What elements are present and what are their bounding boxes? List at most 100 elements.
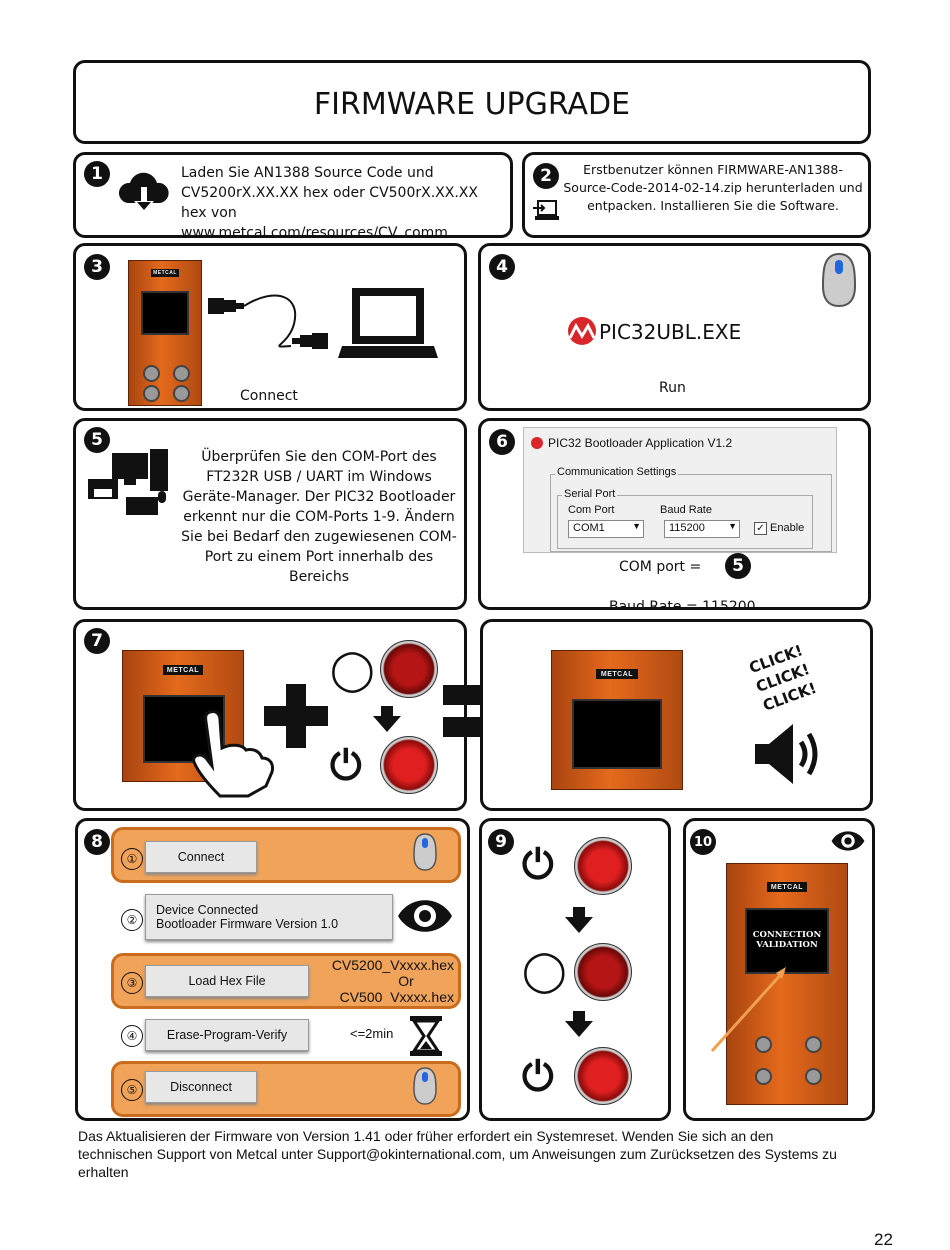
eye-icon [831,831,865,851]
step3-number: 3 [84,254,110,280]
step7-result-box: METCAL CLICK! CLICK! CLICK! [480,619,873,811]
plus-sign [264,684,328,748]
mouse-icon [821,252,857,308]
step2-box: 2 Erstbenutzer können FIRMWARE-AN1388-So… [522,152,871,238]
station-front-result: METCAL [551,650,683,790]
baud-rate-line: Baud Rate = 115200 [609,599,756,610]
step4-caption: Run [659,380,686,396]
port-4 [805,1068,822,1085]
hex-file-2: CV500 Vxxxx.hex [339,989,454,1005]
com-select[interactable]: COM1 ▼ [568,520,644,538]
soldering-station: METCAL [128,260,202,406]
row1-index: ① [121,848,143,870]
row5-index: ⑤ [121,1079,143,1101]
step9-number: 9 [488,829,514,855]
program-name: PIC32UBL.EXE [599,320,742,344]
row3-index: ③ [121,972,143,994]
port-3 [143,385,160,402]
erase-program-verify-button[interactable]: Erase-Program-Verify [145,1019,309,1051]
step10-box: 10 METCAL CONNECTION VALIDATION [683,818,875,1121]
step6-box: 6 PIC32 Bootloader Application V1.2 Comm… [478,418,871,610]
step3-box: 3 METCAL Connect [73,243,467,411]
chevron-down-icon: ▼ [728,521,737,531]
step1-text: Laden Sie AN1388 Source Code und CV5200r… [181,165,478,238]
window-title: PIC32 Bootloader Application V1.2 [548,436,733,450]
settings-group: Communication Settings Serial Port Com P… [550,466,832,552]
hand-touch-icon [192,710,274,798]
enable-checkbox[interactable]: ✓ [754,522,767,535]
com-port-line: COM port = [619,559,702,575]
metcal-logo: METCAL [767,882,807,892]
red-button-lit [574,837,632,895]
port-3 [755,1068,772,1085]
load-hex-file-button[interactable]: Load Hex File [145,965,309,997]
validation-screen: CONNECTION VALIDATION [745,908,829,974]
device-connected-status: Device Connected Bootloader Firmware Ver… [145,894,393,940]
baud-select[interactable]: 115200 ▼ [664,520,740,538]
footer-note: Das Aktualisieren der Firmware von Versi… [78,1128,837,1180]
port-1 [143,365,160,382]
bootloader-window: PIC32 Bootloader Application V1.2 Commun… [523,427,837,553]
disconnect-button[interactable]: Disconnect [145,1071,257,1103]
serial-group: Serial Port Com Port COM1 ▼ Baud Rate 11… [557,488,813,549]
red-button-lit [380,736,438,794]
usb-cable-icon [208,294,328,349]
step7-box: 7 METCAL ◯ ⏻ [73,619,467,811]
pointer-arrow [710,967,786,1053]
port-1 [755,1036,772,1053]
station-screen [572,699,662,769]
row4-index: ④ [121,1025,143,1047]
power-off-icon: ◯ [330,647,375,693]
status-line-1: Device Connected [156,903,259,917]
arrow-down-icon [565,1011,593,1037]
com-value: COM1 [573,522,605,534]
screen-line-1: CONNECTION [752,930,822,940]
step8-number: 8 [84,829,110,855]
status-line-2: Bootloader Firmware Version 1.0 [156,917,339,931]
step5-number: 5 [84,427,110,453]
duration: <=2min [350,1026,394,1041]
step1-number: 1 [84,161,110,187]
connect-button[interactable]: Connect [145,841,257,873]
cloud-download-icon [118,172,169,213]
port-2 [805,1036,822,1053]
step2-number: 2 [533,163,559,189]
metcal-logo: METCAL [151,269,179,277]
step8-box: 8 ① Connect ② Device Connected Bootloade… [75,818,470,1121]
chevron-down-icon: ▼ [632,521,641,531]
metcal-logo: METCAL [596,669,638,679]
step9-box: 9 ⏻ ◯ ⏻ [479,818,671,1121]
power-off-icon: ◯ [522,948,567,994]
port-4 [173,385,190,402]
install-icon [533,200,559,220]
group-label: Communication Settings [555,466,679,478]
step5-box: 5 Überprüfen Sie den COM-Port des FT232R… [73,418,467,610]
enable-label: Enable [770,522,805,534]
port-2 [173,365,190,382]
metcal-logo: METCAL [163,665,203,675]
microchip-icon [531,437,543,449]
red-button-dark [574,943,632,1001]
step5-text: Überprüfen Sie den COM-Port des FT232R U… [181,449,457,585]
power-on-icon: ⏻ [522,842,554,888]
title-box: FIRMWARE UPGRADE [73,60,871,144]
arrow-down-icon [565,907,593,933]
page-title: FIRMWARE UPGRADE [313,87,631,122]
step3-caption: Connect [240,388,298,404]
hex-file-or: Or [398,973,414,989]
power-on-icon: ⏻ [522,1054,554,1100]
step4-box: 4 PIC32UBL.EXE Run [478,243,871,411]
eye-icon [398,900,452,932]
row2-index: ② [121,909,143,931]
microchip-logo-icon [568,317,596,345]
step4-number: 4 [489,254,515,280]
step6-number: 6 [489,429,515,455]
step10-number: 10 [690,829,716,855]
arrow-down-icon [373,706,401,732]
baud-value: 115200 [669,522,705,534]
hourglass-icon [410,1016,442,1056]
computer-peripherals-icon [88,449,168,515]
step7-number: 7 [84,628,110,654]
red-button-dark [380,640,438,698]
screen-line-2: VALIDATION [756,940,818,950]
